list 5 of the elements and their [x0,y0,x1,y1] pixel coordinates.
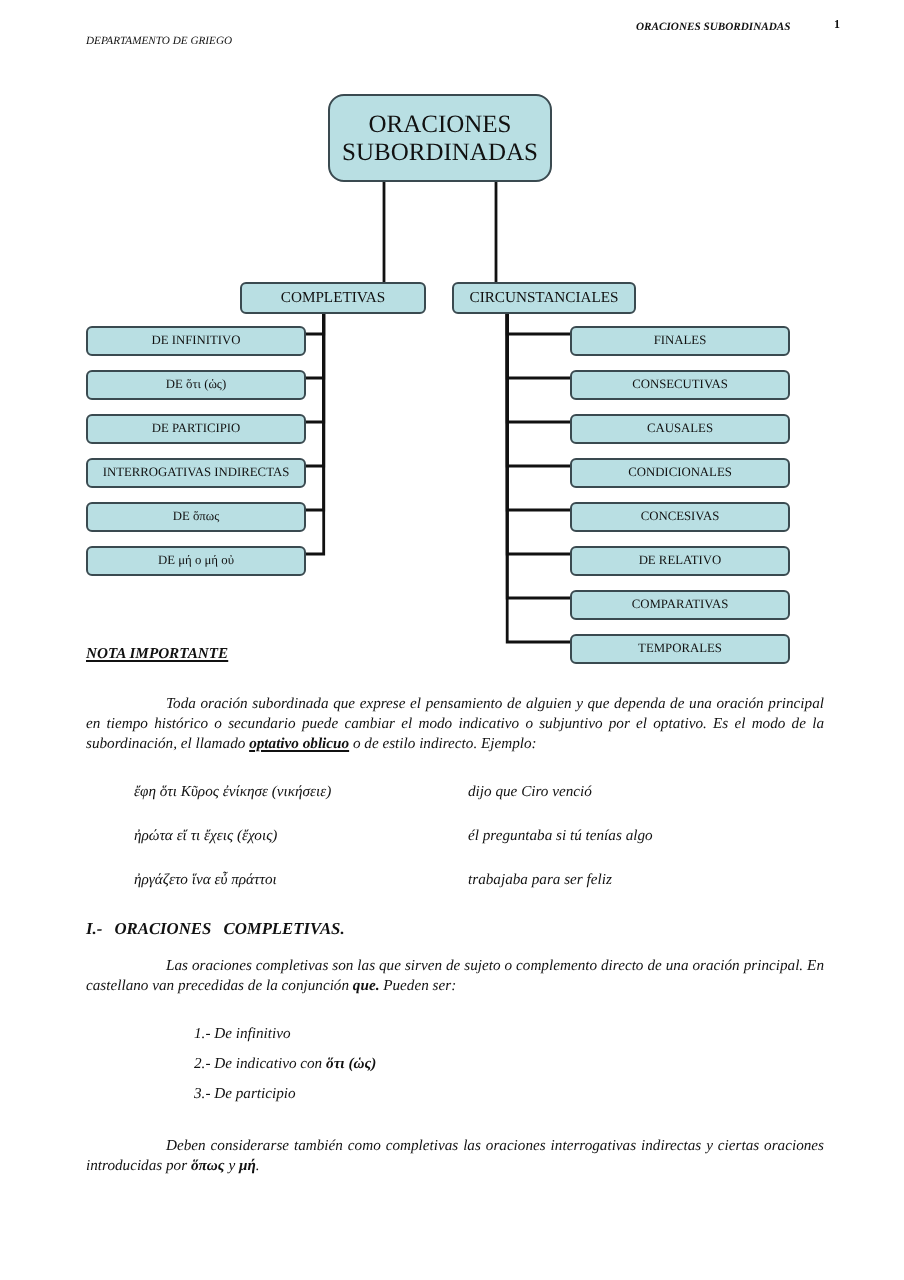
section-heading: I.- ORACIONES COMPLETIVAS. [86,920,345,942]
connector-line [494,182,498,282]
connector-line [382,182,386,282]
connector-line [306,314,326,556]
root-box: ORACIONES SUBORDINADAS [328,94,552,182]
